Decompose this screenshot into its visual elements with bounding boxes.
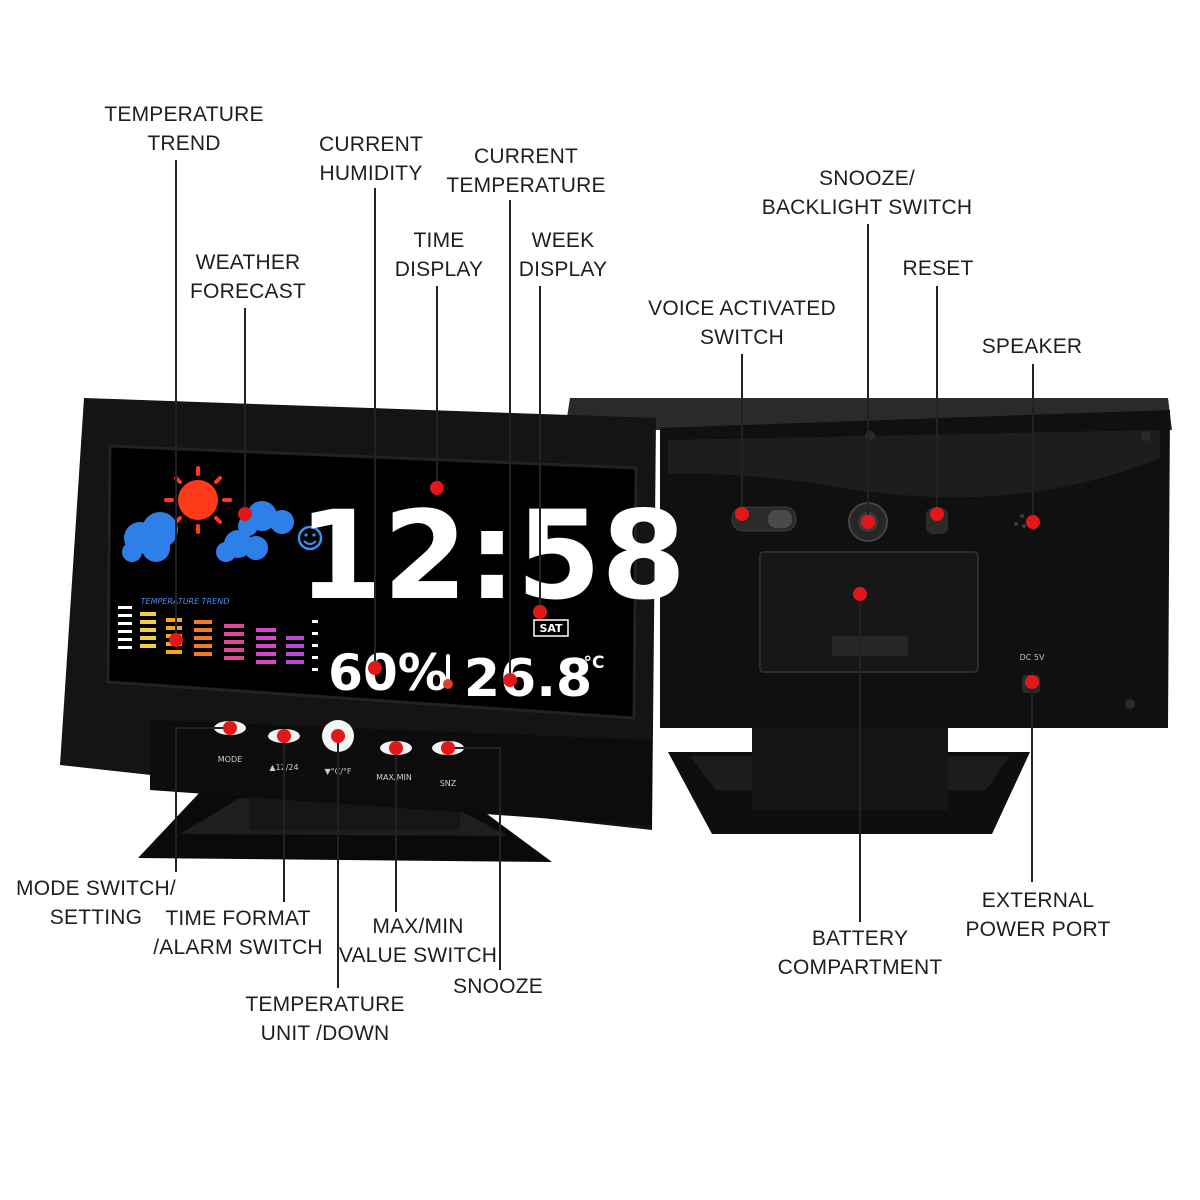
label-line: UNIT /DOWN — [260, 1022, 390, 1045]
label-line: TREND — [147, 132, 221, 155]
button-label-mode: MODE — [218, 755, 242, 764]
label-line: POWER PORT — [965, 918, 1111, 941]
battery-latch — [832, 636, 908, 656]
label-external-power-port: EXTERNAL POWER PORT — [965, 886, 1110, 944]
marker-time-display — [430, 481, 444, 495]
label-week-display: WEEK DISPLAY — [519, 226, 608, 284]
label-line: RESET — [902, 257, 974, 280]
marker-snooze — [441, 741, 455, 755]
label-line: CURRENT — [318, 133, 424, 156]
label-line: SETTING — [49, 906, 143, 929]
label-speaker: SPEAKER — [982, 332, 1083, 361]
label-voice-activated-switch: VOICE ACTIVATED SWITCH — [648, 294, 836, 352]
label-line: TEMPERATURE — [446, 174, 606, 197]
marker-mode-switch — [223, 721, 237, 735]
back-unit: DC 5V — [565, 398, 1172, 834]
button-label-max-min: MAX/MIN — [376, 773, 412, 782]
label-weather-forecast: WEATHER FORECAST — [190, 248, 306, 306]
label-line: MAX/MIN — [372, 915, 464, 938]
label-line: BATTERY — [811, 927, 909, 950]
label-temperature-trend: TEMPERATURE TREND — [104, 100, 263, 158]
label-line: EXTERNAL — [981, 889, 1095, 912]
marker-snooze-backlight — [861, 515, 875, 529]
label-current-temperature: CURRENT TEMPERATURE — [446, 142, 605, 200]
marker-current-humidity — [368, 661, 382, 675]
label-line: BACKLIGHT SWITCH — [761, 196, 973, 219]
label-line: VALUE SWITCH — [338, 944, 498, 967]
label-line: SNOOZE/ — [819, 167, 915, 190]
label-line: FORECAST — [190, 280, 306, 303]
marker-battery — [853, 587, 867, 601]
label-mode-switch-setting: MODE SWITCH/ SETTING — [16, 874, 176, 932]
cloud-icon-2 — [216, 501, 294, 562]
battery-door — [759, 551, 979, 673]
label-line: TIME — [413, 229, 465, 252]
label-line: VOICE ACTIVATED — [648, 297, 836, 320]
label-snooze: SNOOZE — [453, 972, 543, 1001]
label-line: TEMPERATURE — [104, 103, 264, 126]
label-line: DISPLAY — [518, 258, 608, 281]
thermometer-icon — [443, 654, 453, 689]
trend-caption: TEMPERATURE TREND — [141, 597, 230, 606]
button-label-snooze: SNZ — [440, 779, 457, 788]
marker-current-temperature — [503, 673, 517, 687]
label-time-format-alarm-switch: TIME FORMAT /ALARM SWITCH — [153, 904, 322, 962]
label-reset: RESET — [902, 254, 973, 283]
label-line: WEATHER — [195, 251, 301, 274]
marker-temperature-trend — [169, 633, 183, 647]
marker-voice-switch — [735, 507, 749, 521]
label-line: SNOOZE — [453, 975, 543, 998]
leader-mode-switch — [175, 727, 230, 872]
weekday-display: SAT — [539, 622, 563, 635]
marker-week-display — [533, 605, 547, 619]
label-line: TEMPERATURE — [245, 993, 405, 1016]
callout-markers — [169, 481, 1040, 755]
label-battery-compartment: BATTERY COMPARTMENT — [778, 924, 943, 982]
dc-port-label: DC 5V — [1020, 653, 1045, 662]
cloud-icon — [122, 512, 178, 562]
label-line: HUMIDITY — [319, 162, 423, 185]
marker-reset — [930, 507, 944, 521]
humidity-display: 60% — [328, 644, 448, 702]
smiley-icon — [297, 525, 323, 551]
label-line: SPEAKER — [981, 335, 1083, 358]
marker-speaker — [1026, 515, 1040, 529]
leader-snooze — [448, 747, 501, 970]
weekday-box — [533, 619, 569, 637]
label-line: SWITCH — [699, 326, 785, 349]
marker-time-format — [277, 729, 291, 743]
label-line: DISPLAY — [394, 258, 484, 281]
label-snooze-backlight-switch: SNOOZE/ BACKLIGHT SWITCH — [762, 164, 973, 222]
label-line: WEEK — [531, 229, 595, 252]
label-line: MODE SWITCH/ — [16, 877, 176, 900]
marker-max-min — [389, 741, 403, 755]
temperature-trend-bars — [118, 606, 318, 671]
temperature-display: 26.8 — [464, 649, 592, 709]
temperature-unit: °C — [584, 653, 605, 673]
marker-weather-forecast — [238, 507, 252, 521]
label-max-min-value-switch: MAX/MIN VALUE SWITCH — [339, 912, 497, 970]
label-line: /ALARM SWITCH — [153, 936, 323, 959]
label-line: CURRENT — [473, 145, 579, 168]
marker-power-port — [1025, 675, 1039, 689]
label-temperature-unit-down: TEMPERATURE UNIT /DOWN — [245, 990, 404, 1048]
label-time-display: TIME DISPLAY — [395, 226, 484, 284]
label-current-humidity: CURRENT HUMIDITY — [319, 130, 423, 188]
marker-temperature-unit — [331, 729, 345, 743]
time-display: 12:58 — [298, 485, 686, 627]
label-line: TIME FORMAT — [165, 907, 311, 930]
back-stand-neck — [752, 720, 948, 810]
label-line: COMPARTMENT — [777, 956, 943, 979]
